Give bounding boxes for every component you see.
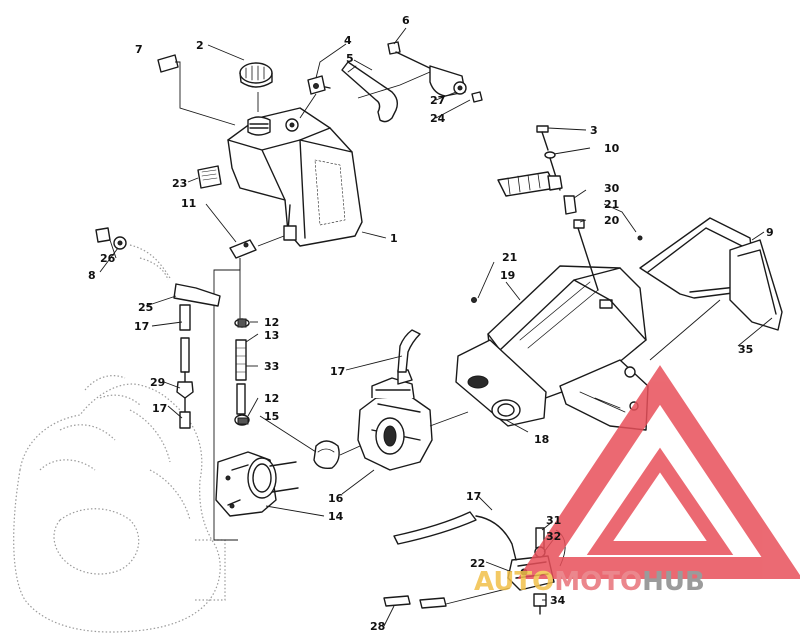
part-label-24: 24 (430, 112, 446, 125)
part-label-28: 28 (370, 620, 385, 633)
hose-clamp (313, 440, 340, 470)
part-label-25: 25 (138, 301, 153, 314)
vent-hose (299, 61, 399, 123)
watermark-text: AUTOMOTOHUB (474, 567, 705, 597)
oil-line (213, 258, 250, 541)
part-label-35: 35 (738, 343, 753, 356)
watermark-text-auto: AUTO (474, 567, 554, 597)
part-label-31: 31 (546, 514, 561, 527)
intake-adapter (215, 451, 299, 517)
part-label-7: 7 (135, 43, 143, 56)
watermark-text-hub: HUB (642, 567, 705, 597)
part-label-11: 11 (181, 197, 196, 210)
watermark-triangle-outer (517, 365, 800, 579)
oil-tank (227, 107, 363, 247)
part-label-20: 20 (604, 214, 620, 227)
part-label-9: 9 (766, 226, 774, 239)
watermark-triangle-inner (586, 447, 734, 555)
part-label-1: 1 (390, 232, 398, 245)
part-label-17c: 17 (152, 402, 167, 415)
warning-decal (197, 165, 222, 189)
decal-tag (157, 54, 236, 126)
airbox-bracket (639, 217, 783, 361)
part-label-13: 13 (264, 329, 279, 342)
watermark-text-moto: MOTO (554, 567, 642, 597)
part-labels: 1 2 3 4 5 6 7 8 9 10 11 12 12 13 14 15 1… (88, 14, 774, 633)
part-label-17b: 17 (330, 365, 345, 378)
watermark-logo: AUTOMOTOHUB (474, 365, 800, 597)
tank-mount-bolt (357, 41, 483, 103)
part-label-27: 27 (430, 94, 445, 107)
part-label-30: 30 (604, 182, 620, 195)
part-label-19: 19 (500, 269, 515, 282)
part-label-16: 16 (328, 492, 344, 505)
part-label-17d: 17 (466, 490, 481, 503)
airbox-screw-stack (471, 125, 643, 303)
part-label-2: 2 (196, 39, 204, 52)
part-label-33: 33 (264, 360, 279, 373)
part-label-5: 5 (346, 52, 354, 65)
part-label-21a: 21 (604, 198, 619, 211)
carburetor (339, 329, 469, 471)
part-label-6: 6 (402, 14, 410, 27)
airbox (455, 265, 649, 431)
part-label-12a: 12 (264, 316, 279, 329)
fuel-lines (383, 511, 517, 609)
part-label-10: 10 (604, 142, 620, 155)
part-label-15: 15 (264, 410, 279, 423)
engine-ghost-outline (13, 375, 226, 633)
part-label-14: 14 (328, 510, 344, 523)
part-label-8: 8 (88, 269, 96, 282)
part-label-26: 26 (100, 252, 116, 265)
pump-line-assembly (95, 227, 221, 429)
part-label-18: 18 (534, 433, 549, 446)
label-leaders (99, 27, 773, 627)
part-label-4: 4 (344, 34, 352, 47)
part-label-17a: 17 (134, 320, 149, 333)
part-label-32: 32 (546, 530, 561, 543)
oil-tank-cap (239, 62, 273, 112)
outlet-fitting (229, 235, 285, 259)
part-label-22: 22 (470, 557, 485, 570)
part-label-12b: 12 (264, 392, 279, 405)
part-label-29: 29 (150, 376, 165, 389)
part-label-3: 3 (590, 124, 598, 137)
part-label-23: 23 (172, 177, 187, 190)
part-label-21b: 21 (502, 251, 517, 264)
vent-hose-connector (497, 171, 563, 197)
part-label-34: 34 (550, 594, 566, 607)
